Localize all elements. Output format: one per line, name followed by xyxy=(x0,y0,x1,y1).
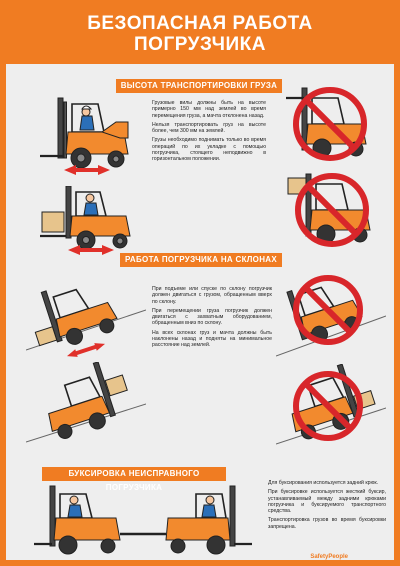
poster-title-line1: БЕЗОПАСНАЯ РАБОТА xyxy=(87,13,313,34)
prohibition-sign xyxy=(295,173,369,247)
paragraph: Грузы необходимо поднимать только во вре… xyxy=(152,137,266,163)
paragraph: Грузовые вилы должны быть на высоте прим… xyxy=(152,100,266,119)
forklift-illustration-correct-2 xyxy=(40,186,131,255)
paragraph: Нельзя транспортировать груз на высоте б… xyxy=(152,121,266,135)
forklift-illustration-slope-prohibited-1 xyxy=(276,275,386,357)
section-heading-transport-height: ВЫСОТА ТРАНСПОРТИРОВКИ ГРУЗА xyxy=(116,79,282,93)
paragraph: Транспортировка грузов во время буксиров… xyxy=(268,517,386,530)
paragraph: Для буксирования используется задний крю… xyxy=(268,480,379,486)
poster-title: БЕЗОПАСНАЯ РАБОТА ПОГРУЗЧИКА xyxy=(6,6,394,64)
section-slopes-text: При подъеме или спуске по склону погрузч… xyxy=(152,286,272,352)
forklift-illustration-slope-prohibited-2 xyxy=(276,364,386,445)
section-towing-text: Для буксирования используется задний крю… xyxy=(268,480,386,533)
section-transport-height-text: Грузовые вилы должны быть на высоте прим… xyxy=(152,100,266,166)
paragraph: На всех склонах груз и мачта должны быть… xyxy=(152,329,272,349)
section-heading-towing: БУКСИРОВКА НЕИСПРАВНОГО ПОГРУЗЧИКА xyxy=(42,467,226,492)
paragraph: При перемещении груза погрузчик должен д… xyxy=(152,307,272,327)
prohibition-sign xyxy=(293,371,363,441)
brand-logo: SafetyPeople xyxy=(310,554,348,560)
paragraph: При подъеме или спуске по склону погрузч… xyxy=(152,286,272,305)
forklift-illustration-correct-1 xyxy=(40,97,129,175)
forklift-illustration-slope-1 xyxy=(26,288,146,357)
forklift-illustration-towing xyxy=(34,485,252,555)
paragraph: При буксировке используется жесткий букс… xyxy=(268,489,386,515)
forklift-illustration-prohibited-1 xyxy=(286,87,367,161)
prohibition-sign xyxy=(293,87,367,161)
prohibition-sign xyxy=(293,275,363,345)
poster-title-line2: ПОГРУЗЧИКА xyxy=(134,34,266,55)
section-heading-slopes: РАБОТА ПОГРУЗЧИКА НА СКЛОНАХ xyxy=(120,253,282,267)
forklift-illustration-slope-2 xyxy=(26,362,146,443)
forklift-illustration-prohibited-2 xyxy=(287,173,371,247)
